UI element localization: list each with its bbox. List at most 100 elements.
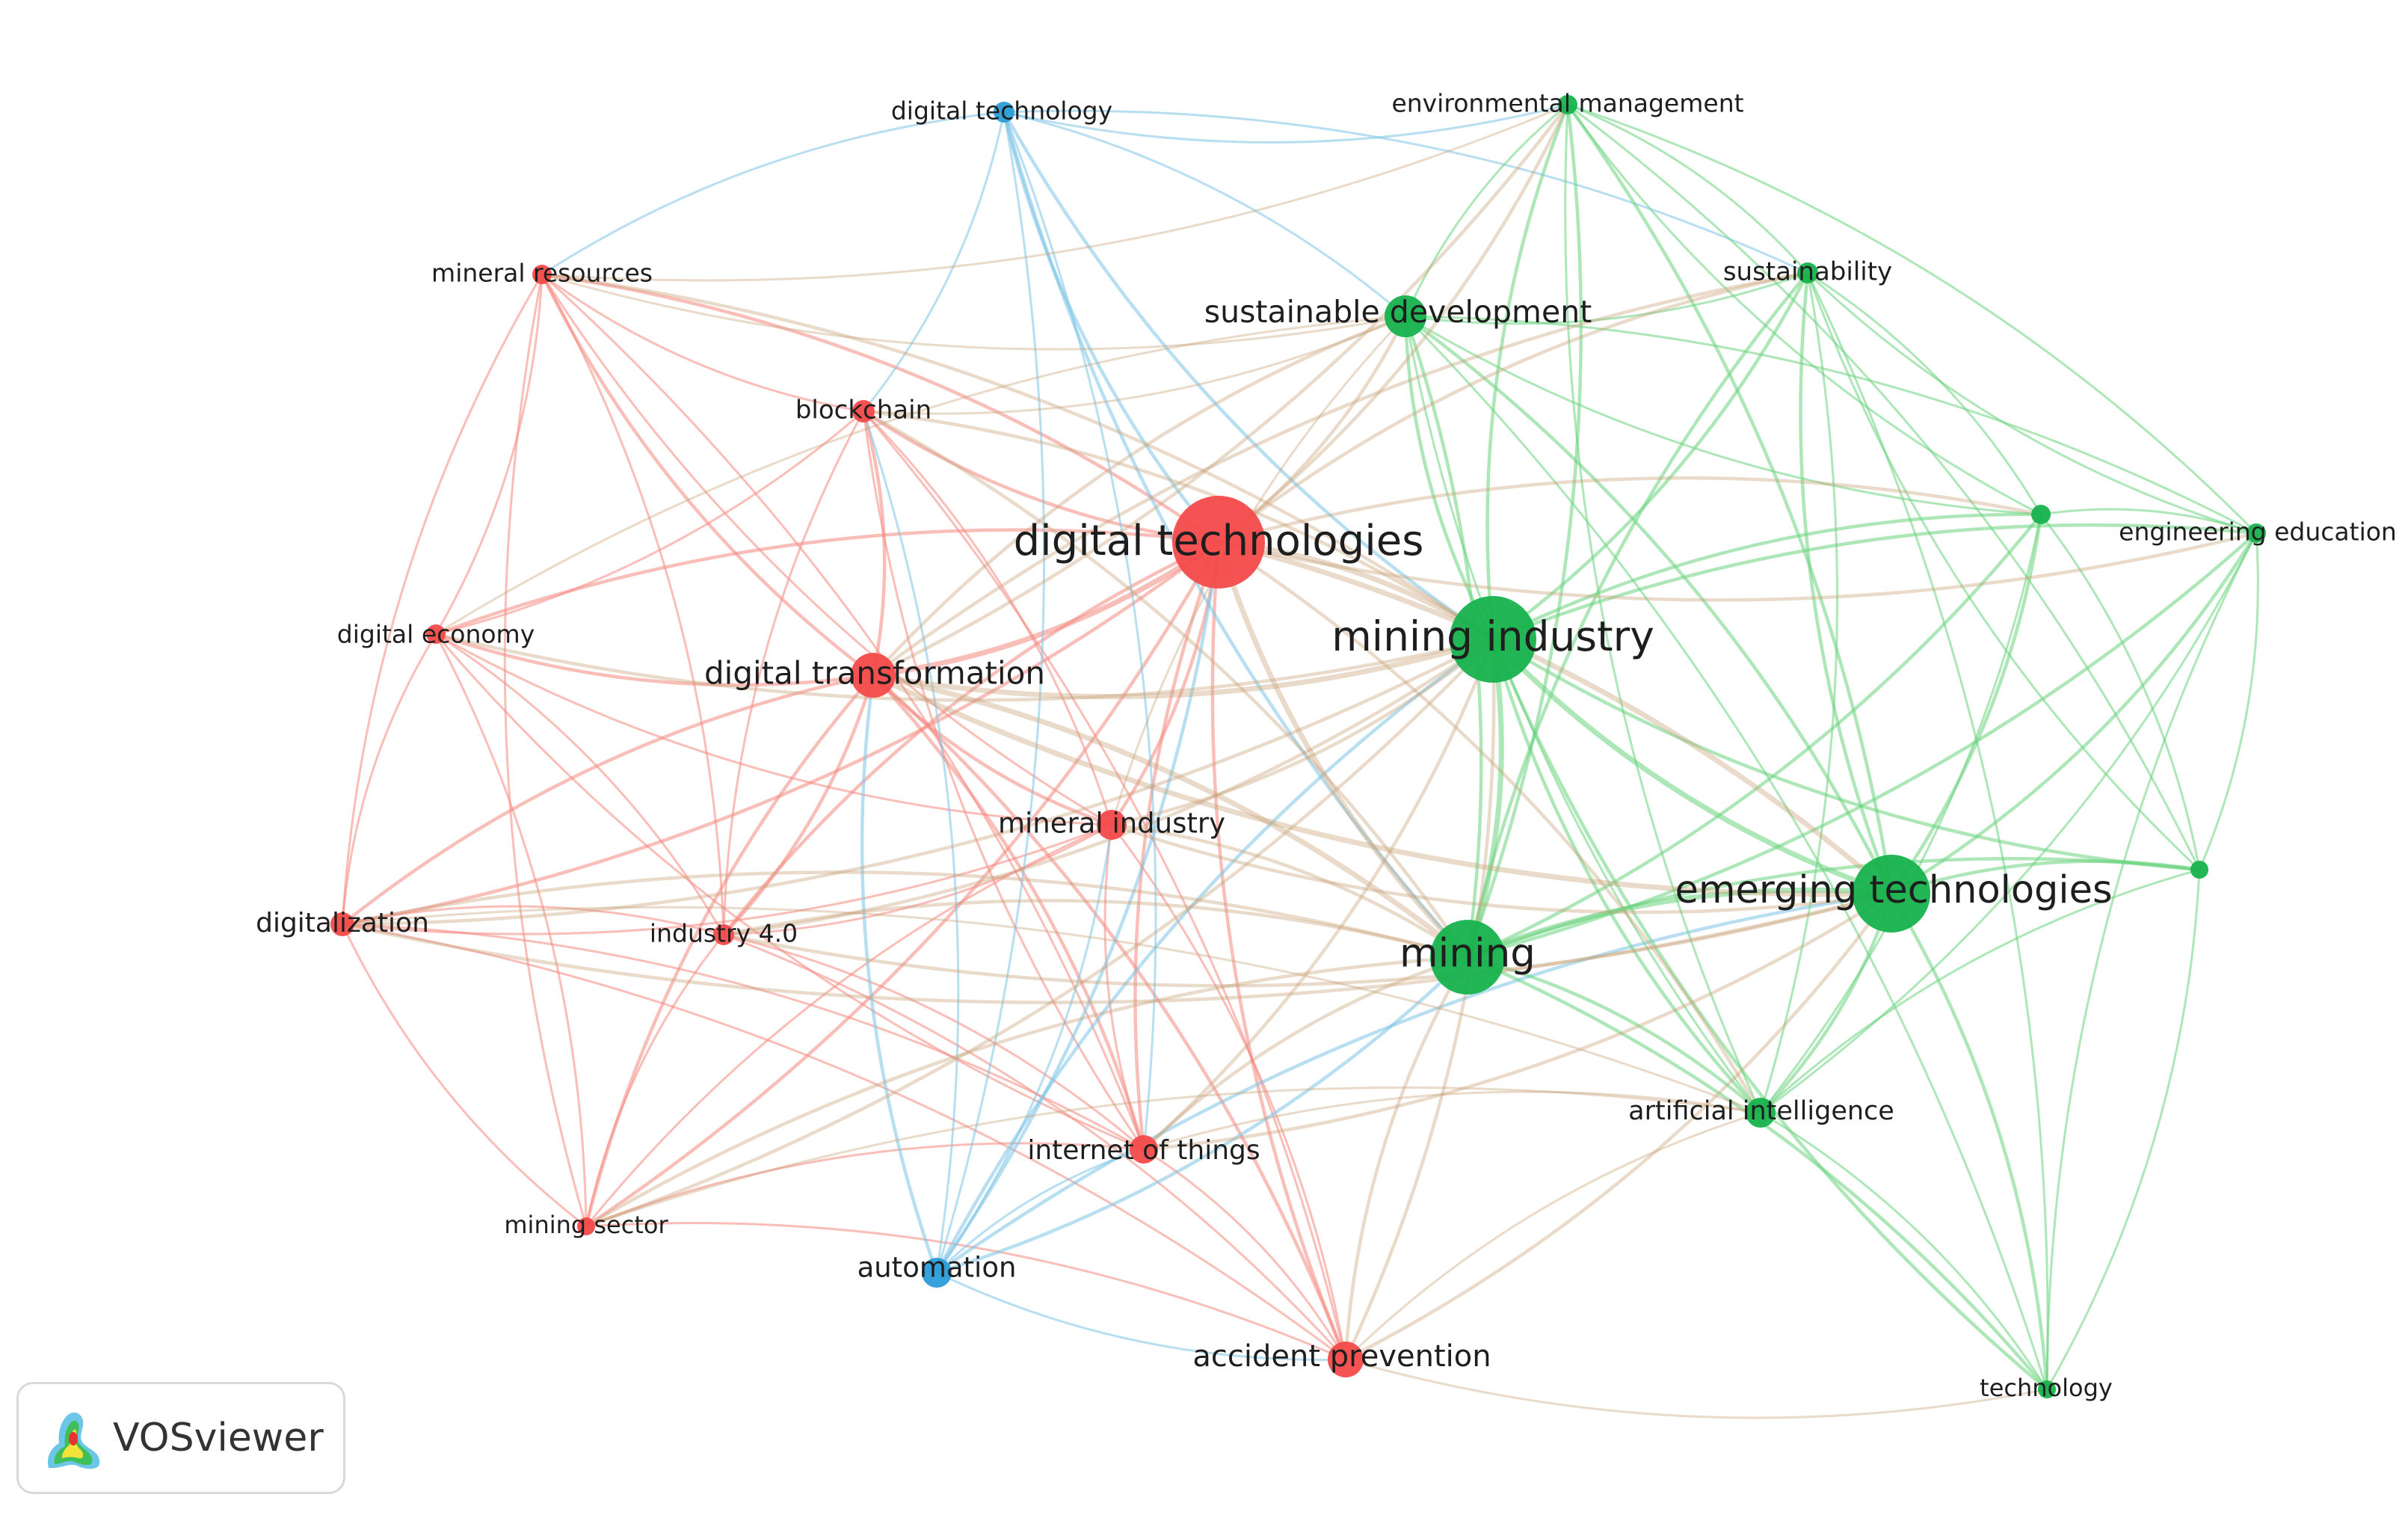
edge-accident-prevention--mining	[1343, 956, 1469, 1360]
edge-digital-technologies--accident-prevention	[1210, 541, 1348, 1360]
edge-internet-of-things--emerging-technologies	[1143, 892, 1893, 1152]
edge-automation--mining-industry	[935, 638, 1494, 1274]
edge-technology--unlabeled-green-2	[2045, 869, 2201, 1390]
edge-mining-industry--technology	[1491, 639, 2048, 1391]
edge-industry-4-0--accident-prevention	[723, 933, 1347, 1361]
edge-emerging-technologies--environmental-management	[1566, 103, 1894, 894]
edge-industry-4-0--mining-industry	[723, 638, 1494, 937]
label-digital-transformation: digital transformation	[704, 655, 1045, 692]
edge-digital-economy--mineral-industry	[435, 633, 1112, 826]
edge-environmental-management--unlabeled-green-2	[1567, 103, 2201, 870]
edge-engineering-education--technology	[2045, 532, 2258, 1390]
edge-sustainability--environmental-management	[1567, 103, 1809, 274]
label-artificial-intelligence: artificial intelligence	[1628, 1096, 1894, 1126]
edge-digitalization--accident-prevention	[342, 923, 1346, 1361]
edge-mineral-resources--mining-sector	[503, 274, 588, 1227]
edge-mining--engineering-education	[1467, 532, 2258, 959]
label-engineering-education: engineering education	[2119, 517, 2397, 547]
edge-mineral-industry--mining	[1111, 823, 1469, 959]
edge-digital-technologies--emerging-technologies	[1218, 539, 1894, 896]
edge-mineral-resources--industry-4-0	[541, 274, 725, 935]
edge-accident-prevention--artificial-intelligence	[1344, 1111, 1761, 1361]
node-digital-technology[interactable]	[994, 102, 1014, 123]
edge-internet-of-things--artificial-intelligence	[1143, 1090, 1761, 1151]
node-mining[interactable]	[1430, 920, 1505, 995]
node-mineral-industry[interactable]	[1097, 810, 1127, 840]
node-mining-industry[interactable]	[1450, 596, 1536, 683]
edge-digital-transformation--accident-prevention	[872, 674, 1348, 1360]
label-industry-4-0: industry 4.0	[650, 919, 798, 948]
edge-mining--sustainability	[1465, 271, 1809, 958]
edge-digital-transformation--sustainable-development	[872, 314, 1406, 677]
label-accident-prevention: accident prevention	[1192, 1339, 1491, 1374]
edge-industry-4-0--internet-of-things	[723, 933, 1145, 1151]
edge-blockchain--accident-prevention	[862, 411, 1347, 1360]
edge-digital-technologies--digital-economy	[435, 528, 1219, 636]
edge-mineral-industry--emerging-technologies	[1111, 823, 1892, 915]
network-edges	[341, 103, 2259, 1419]
node-accident-prevention[interactable]	[1328, 1342, 1364, 1377]
node-mining-sector[interactable]	[577, 1217, 595, 1235]
node-engineering-education[interactable]	[2247, 523, 2266, 543]
node-digitalization[interactable]	[330, 912, 354, 936]
node-artificial-intelligence[interactable]	[1746, 1098, 1776, 1128]
edge-industry-4-0--mineral-industry	[723, 823, 1112, 936]
node-digital-technologies[interactable]	[1172, 496, 1265, 589]
edge-digital-technologies--mining	[1216, 541, 1470, 959]
edge-digital-transformation--mining	[872, 672, 1470, 959]
node-unlabeled-green-1[interactable]	[2031, 505, 2051, 524]
node-blockchain[interactable]	[852, 400, 875, 422]
edge-digital-transformation--digitalization	[341, 673, 874, 926]
label-digital-economy: digital economy	[337, 620, 535, 649]
edge-mining-industry--unlabeled-green-2	[1491, 638, 2200, 872]
node-sustainable-development[interactable]	[1385, 295, 1426, 337]
edge-mineral-resources--blockchain	[541, 273, 864, 413]
edge-digital-technology--internet-of-things	[1003, 111, 1157, 1150]
node-sustainability[interactable]	[1797, 262, 1818, 283]
node-internet-of-things[interactable]	[1130, 1135, 1158, 1164]
vosviewer-logo-icon	[47, 1412, 100, 1469]
edge-mining-industry--unlabeled-green-1	[1492, 512, 2042, 642]
edge-mining--artificial-intelligence	[1467, 955, 1762, 1114]
edge-environmental-management--unlabeled-green-1	[1566, 104, 2042, 516]
edge-internet-of-things--mining-sector	[585, 1142, 1145, 1228]
node-automation[interactable]	[922, 1258, 952, 1288]
node-industry-4-0[interactable]	[713, 924, 734, 945]
node-digital-transformation[interactable]	[851, 653, 896, 698]
edge-digital-technology--automation	[935, 111, 1046, 1273]
edge-automation--mineral-industry	[935, 824, 1113, 1273]
edge-mineral-resources--mining-industry	[541, 272, 1494, 641]
label-mining-sector: mining sector	[504, 1211, 668, 1239]
edge-artificial-intelligence--unlabeled-green-2	[1759, 868, 2200, 1114]
edge-industry-4-0--mining	[723, 899, 1468, 959]
edge-automation--emerging-technologies	[935, 891, 1892, 1274]
edge-mining-sector--mining-industry	[585, 638, 1494, 1229]
edge-sustainable-development--engineering-education	[1405, 315, 2257, 535]
edge-digitalization--mining	[342, 870, 1468, 959]
edge-mineral-industry--mining-industry	[1111, 638, 1494, 827]
edge-digital-technologies--blockchain	[862, 410, 1219, 544]
edge-sustainability--artificial-intelligence	[1759, 272, 1839, 1113]
node-unlabeled-green-2[interactable]	[2190, 861, 2208, 879]
edge-accident-prevention--mining-industry	[1343, 639, 1496, 1360]
node-digital-economy[interactable]	[426, 624, 446, 644]
edge-sustainable-development--artificial-intelligence	[1404, 316, 1762, 1113]
label-sustainable-development: sustainable development	[1204, 294, 1592, 330]
edge-blockchain--internet-of-things	[862, 411, 1145, 1150]
edge-digitalization--internet-of-things	[342, 923, 1145, 1151]
node-mineral-resources[interactable]	[532, 265, 552, 284]
edge-digital-technology--sustainability	[1003, 109, 1808, 274]
node-technology[interactable]	[2038, 1380, 2056, 1398]
edge-artificial-intelligence--unlabeled-green-1	[1759, 514, 2042, 1113]
edge-emerging-technologies--unlabeled-green-2	[1891, 859, 2200, 896]
edge-mining--environmental-management	[1465, 104, 1583, 958]
edge-sustainability--unlabeled-green-2	[1806, 272, 2201, 871]
edge-digital-technologies--digitalization	[342, 541, 1220, 927]
label-digitalization: digitalization	[256, 908, 429, 938]
edge-digital-technology--mining-industry	[1003, 111, 1494, 641]
node-emerging-technologies[interactable]	[1853, 855, 1930, 932]
vosviewer-logo-text: VOSviewer	[113, 1416, 324, 1460]
node-environmental-management[interactable]	[1558, 95, 1577, 114]
edge-digital-transformation--sustainability	[872, 271, 1808, 677]
